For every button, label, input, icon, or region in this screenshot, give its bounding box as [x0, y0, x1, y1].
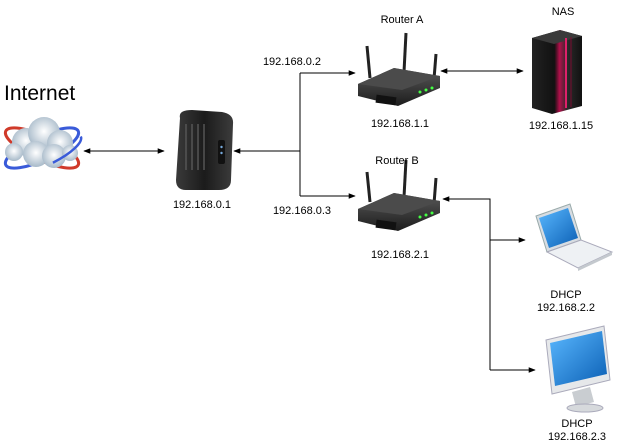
router-a-ip: 192.168.1.1 [370, 118, 430, 130]
laptop-icon [535, 203, 614, 271]
router-icon [358, 32, 440, 106]
link-router-b-bus [443, 198, 491, 370]
router-icon [358, 159, 440, 231]
modem-ip: 192.168.0.1 [172, 199, 232, 211]
router-b-ip: 192.168.2.1 [370, 249, 430, 261]
desktop-label: DHCP 192.168.2.3 [548, 418, 606, 444]
cable-modem-icon [176, 110, 234, 190]
globe-cloud-icon [3, 117, 83, 175]
nas-server-icon [532, 30, 582, 114]
desktop-mode: DHCP [561, 418, 593, 430]
link-ip-router-a: 192.168.0.2 [262, 56, 322, 68]
laptop-label: DHCP 192.168.2.2 [537, 289, 595, 315]
link-ip-router-b: 192.168.0.3 [272, 205, 332, 217]
internet-label: Internet [4, 82, 76, 105]
router-a-name: Router A [380, 14, 424, 26]
router-b-name: Router B [375, 155, 419, 167]
nas-name: NAS [551, 6, 575, 18]
desktop-icon [545, 325, 611, 413]
laptop-mode: DHCP [550, 289, 582, 301]
connections [83, 68, 536, 373]
nas-ip: 192.168.1.15 [528, 120, 594, 132]
laptop-ip: 192.168.2.2 [536, 302, 596, 314]
desktop-ip: 192.168.2.3 [547, 431, 607, 443]
